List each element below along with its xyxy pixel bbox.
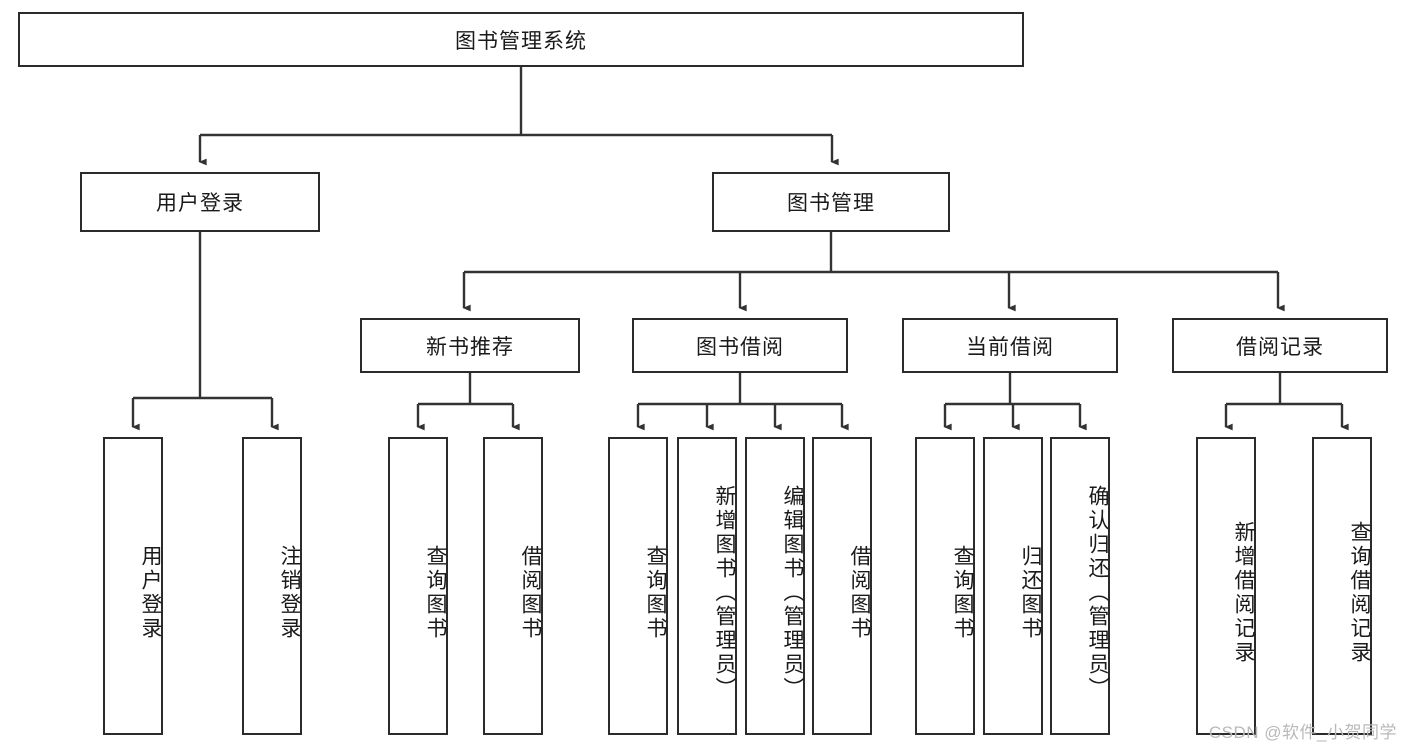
leaf-borrow-book-recommend-label: 借阅图书 (519, 545, 542, 641)
leaf-return-book-label: 归还图书 (1019, 545, 1042, 641)
node-book-management-label: 图书管理 (787, 192, 875, 215)
leaf-query-book-recommend-label: 查询图书 (424, 545, 447, 641)
node-borrow-record[interactable]: 借阅记录 (1172, 318, 1388, 373)
leaf-edit-book-admin[interactable]: 编辑图书（管理员） (745, 437, 805, 735)
node-book-borrow[interactable]: 图书借阅 (632, 318, 848, 373)
leaf-user-login-label: 用户登录 (139, 545, 162, 641)
leaf-query-book-current[interactable]: 查询图书 (915, 437, 975, 735)
node-book-borrow-label: 图书借阅 (696, 335, 784, 359)
leaf-query-borrow-record[interactable]: 查询借阅记录 (1312, 437, 1372, 735)
leaf-logout-label: 注销登录 (278, 545, 301, 641)
node-current-borrow[interactable]: 当前借阅 (902, 318, 1118, 373)
leaf-query-book-recommend[interactable]: 查询图书 (388, 437, 448, 735)
node-root-label: 图书管理系统 (455, 29, 587, 53)
leaf-query-book-borrow-label: 查询图书 (644, 545, 667, 641)
leaf-add-book-admin[interactable]: 新增图书（管理员） (677, 437, 737, 735)
leaf-query-book-current-label: 查询图书 (951, 545, 974, 641)
leaf-query-borrow-record-label: 查询借阅记录 (1348, 521, 1371, 665)
node-root[interactable]: 图书管理系统 (18, 12, 1024, 67)
node-borrow-record-label: 借阅记录 (1236, 335, 1324, 359)
leaf-return-book[interactable]: 归还图书 (983, 437, 1043, 735)
node-book-management[interactable]: 图书管理 (712, 172, 950, 232)
leaf-user-login[interactable]: 用户登录 (103, 437, 163, 735)
watermark: CSDN @软件_小贺同学 (1208, 723, 1397, 742)
leaf-logout[interactable]: 注销登录 (242, 437, 302, 735)
leaf-add-borrow-record[interactable]: 新增借阅记录 (1196, 437, 1256, 735)
node-user-login-label: 用户登录 (156, 192, 244, 215)
node-new-book-recommend[interactable]: 新书推荐 (360, 318, 580, 373)
node-user-login[interactable]: 用户登录 (80, 172, 320, 232)
leaf-borrow-book[interactable]: 借阅图书 (812, 437, 872, 735)
node-new-book-recommend-label: 新书推荐 (426, 335, 514, 359)
leaf-edit-book-admin-label: 编辑图书（管理员） (781, 485, 804, 701)
leaf-query-book-borrow[interactable]: 查询图书 (608, 437, 668, 735)
leaf-confirm-return-admin[interactable]: 确认归还（管理员） (1050, 437, 1110, 735)
leaf-borrow-book-recommend[interactable]: 借阅图书 (483, 437, 543, 735)
leaf-add-book-admin-label: 新增图书（管理员） (713, 485, 736, 701)
leaf-confirm-return-admin-label: 确认归还（管理员） (1086, 485, 1109, 701)
leaf-borrow-book-label: 借阅图书 (848, 545, 871, 641)
node-current-borrow-label: 当前借阅 (966, 335, 1054, 359)
leaf-add-borrow-record-label: 新增借阅记录 (1232, 521, 1255, 665)
